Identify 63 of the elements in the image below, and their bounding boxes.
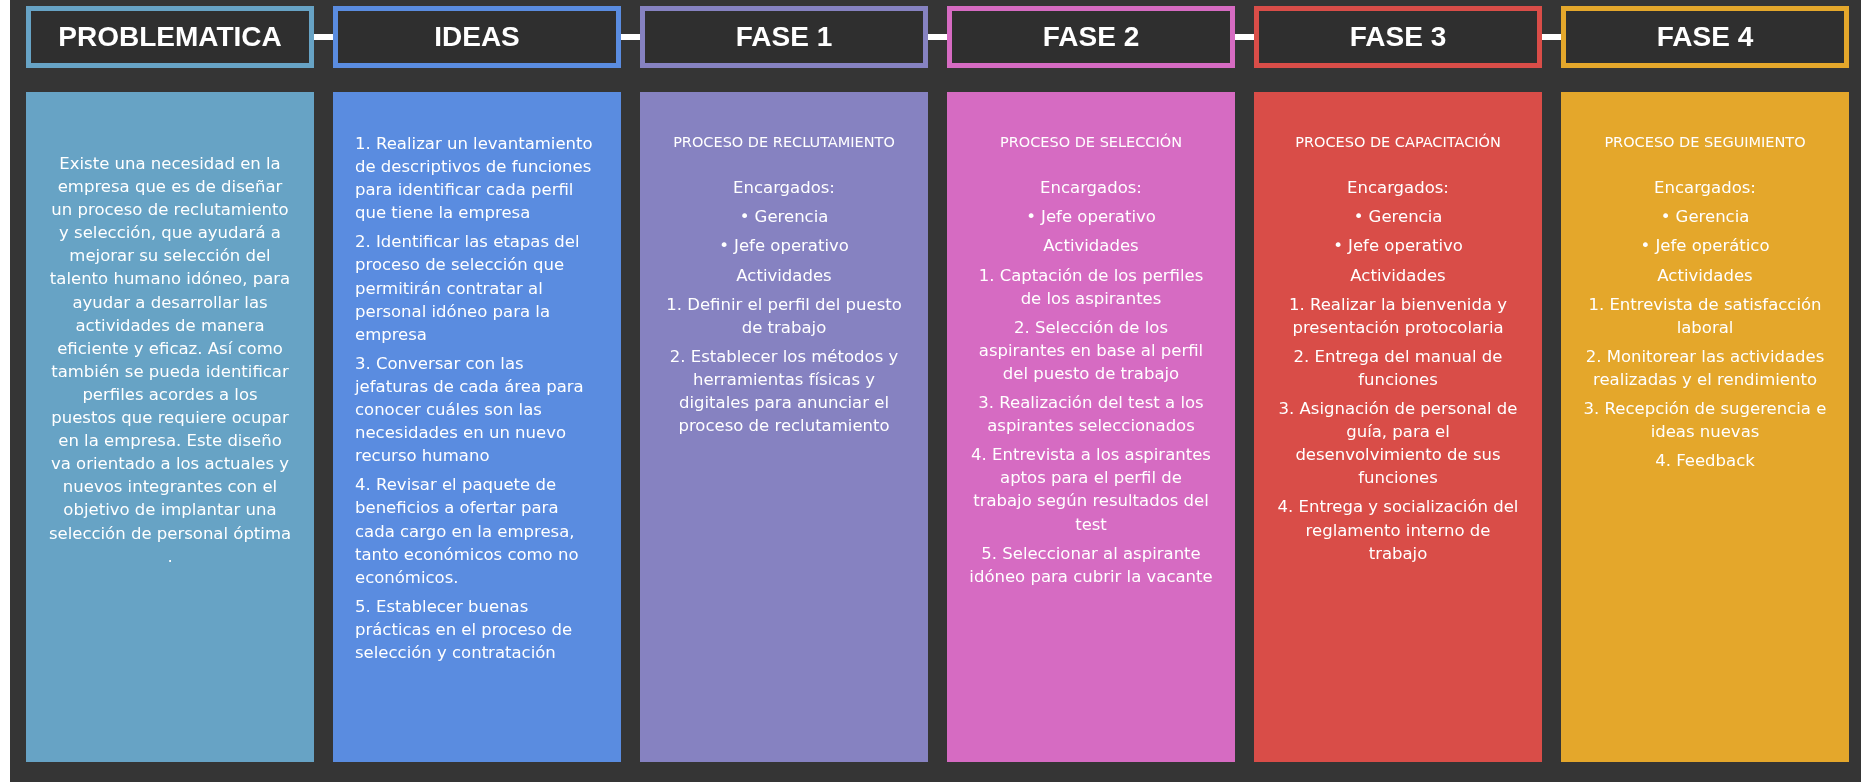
panel-text: 1. Definir el perfil del puesto de trabajo — [665, 293, 903, 339]
panel-text: Actividades — [1656, 264, 1754, 287]
phase-header — [947, 6, 1235, 68]
panel-text: 4. Revisar el paquete de beneficios a ofertar para cada cargo en la empresa, tanto económicos como no económicos. — [355, 474, 580, 589]
panel-text: 3. Asignación de personal de guía, para el desenvolvimiento de sus funciones — [1277, 398, 1519, 490]
phase-header — [1561, 6, 1849, 68]
phase-panel — [1561, 92, 1849, 762]
panel-text: 4. Entrevista a los aspirantes aptos para el perfil de trabajo según resultados del test — [970, 444, 1212, 536]
panel-text: 4. Entrega y socialización del reglamento interno de trabajo — [1276, 496, 1520, 565]
panel-text: Actividades — [1349, 264, 1447, 287]
panel-text: Encargados: — [1346, 177, 1450, 200]
phase-header — [333, 6, 621, 68]
panel-text: • Gerencia — [1659, 206, 1751, 229]
panel-text: • Gerencia — [1352, 206, 1444, 229]
panel-text: 2. Identificar las etapas del proceso de selección que permitirán contratar al personal idóneo para la empresa — [355, 231, 581, 346]
panel-text: 1. Realizar un levantamiento de descriptivos de funciones para identificar cada perfil que tiene la empresa — [355, 133, 594, 225]
panel-text: • Jefe operativo — [1332, 235, 1464, 258]
phase-panel — [947, 92, 1235, 762]
panel-text: 2. Entrega del manual de funciones — [1292, 345, 1504, 391]
panel-text: • Jefe operático — [1639, 235, 1771, 258]
panel-heading: PROCESO DE RECLUTAMIENTO — [672, 133, 896, 152]
panel-heading: PROCESO DE SEGUIMIENTO — [1603, 133, 1807, 152]
phase-panel — [333, 92, 621, 762]
panel-text: 2. Establecer los métodos y herramientas físicas y digitales para anunciar el proceso de reclutamiento — [668, 345, 900, 438]
panel-text: Actividades — [735, 264, 833, 287]
panel-text: Encargados: — [1653, 177, 1757, 200]
panel-heading: PROCESO DE CAPACITACIÓN — [1294, 132, 1502, 152]
phase-panel — [26, 92, 314, 762]
panel-text: • Jefe operativo — [1025, 206, 1157, 229]
header-title: FASE 1 — [735, 21, 833, 53]
panel-text: 5. Establecer buenas prácticas en el proceso de selección y contratación — [355, 595, 574, 664]
phase-header — [26, 6, 314, 68]
panel-text: Encargados: — [732, 177, 836, 200]
panel-text: 4. Feedback — [1654, 450, 1756, 473]
header-title: FASE 4 — [1656, 21, 1754, 53]
panel-heading: PROCESO DE SELECCIÓN — [998, 132, 1184, 152]
header-title: PROBLEMATICA — [58, 21, 282, 53]
panel-text: 5. Seleccionar al aspirante idóneo para cubrir la vacante — [969, 542, 1213, 588]
panel-text: 2. Monitorear las actividades realizadas y el rendimiento — [1584, 345, 1826, 391]
panel-text: Actividades — [1042, 235, 1140, 258]
phase-panel — [1254, 92, 1542, 762]
panel-text: Existe una necesidad en la empresa que es de diseñar un proceso de reclutamiento y selección, que ayudará a mejorar su selección del talento humano idóneo, para ayudar a desarrollar las actividades de manera eficiente y eficaz. Así como también se pueda identificar perfiles acordes a los puestos que requiere ocupar en la empresa. Este diseño va orientado a los actuales y nuevos integrantes con el objetivo de implantar una selección de personal óptima . — [48, 153, 292, 568]
panel-text: • Gerencia — [738, 206, 830, 229]
connector-line — [928, 34, 947, 40]
phase-header — [640, 6, 928, 68]
header-title: IDEAS — [434, 21, 520, 53]
connector-line — [314, 34, 333, 40]
header-title: FASE 3 — [1349, 21, 1447, 53]
connector-line — [1542, 34, 1561, 40]
panel-text: 3. Realización del test a los aspirantes seleccionados — [977, 392, 1205, 438]
panel-text: 2. Selección de los aspirantes en base al perfil del puesto de trabajo — [977, 316, 1205, 385]
panel-text: 3. Recepción de sugerencia e ideas nuevas — [1583, 398, 1827, 444]
panel-text: 1. Captación de los perfiles de los aspirantes — [977, 264, 1205, 310]
panel-text: 3. Conversar con las jefaturas de cada área para conocer cuáles son las necesidades en un nuevo recurso humano — [355, 352, 585, 468]
phase-panel — [640, 92, 928, 762]
header-title: FASE 2 — [1042, 21, 1140, 53]
panel-text: • Jefe operativo — [718, 235, 850, 258]
panel-text: 1. Entrevista de satisfacción laboral — [1587, 293, 1823, 339]
connector-line — [1235, 34, 1254, 40]
panel-text: 1. Realizar la bienvenida y presentación protocolaria — [1287, 293, 1509, 339]
panel-text: Encargados: — [1039, 177, 1143, 200]
phase-header — [1254, 6, 1542, 68]
connector-line — [621, 34, 640, 40]
